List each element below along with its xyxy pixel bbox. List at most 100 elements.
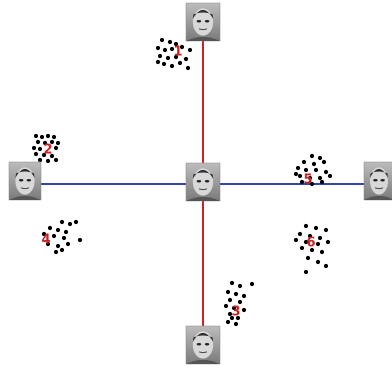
cluster-5-dot [328, 174, 332, 178]
cluster-1-dot [170, 64, 174, 68]
cluster-2-dot [36, 140, 40, 144]
face-bottom [186, 326, 220, 364]
cluster-5-dot [298, 174, 302, 178]
cluster-2-label: 2 [43, 143, 52, 158]
cluster-4-dot [60, 248, 64, 252]
face-right-eye [373, 179, 377, 181]
cluster-6-dot [304, 224, 308, 228]
cluster-3-dot [228, 298, 232, 302]
cluster-4-dot [56, 244, 60, 248]
cluster-1-label: 1 [173, 45, 182, 60]
cluster-2-dot [38, 147, 42, 151]
cluster-4-dot [68, 222, 72, 226]
cluster-5 [294, 154, 332, 186]
cluster-3-dot [238, 284, 242, 288]
cluster-6-dot [298, 232, 302, 236]
cluster-3-dot [234, 322, 238, 326]
cluster-2-dot [46, 159, 50, 163]
cluster-6-dot [314, 226, 318, 230]
cluster-1-dot [168, 40, 172, 44]
dots-layer [32, 38, 332, 326]
cluster-3-dot [242, 294, 246, 298]
cluster-3-dot [226, 320, 230, 324]
face-center-eye [205, 180, 209, 182]
face-right [364, 162, 392, 200]
cluster-6-dot [324, 228, 328, 232]
face-bottom-eye [197, 343, 201, 345]
cluster-4-dot [78, 238, 82, 242]
cluster-5-dot [294, 172, 298, 176]
cluster-2-dot [52, 135, 56, 139]
cluster-1-dot [178, 61, 182, 65]
cluster-5-dot [310, 154, 314, 158]
cluster-6-dot [306, 256, 310, 260]
cluster-1-dot [163, 48, 167, 52]
face-top-eye [205, 20, 209, 22]
cluster-5-dot [302, 160, 306, 164]
cluster-5-dot [324, 170, 328, 174]
cluster-2-dot [54, 146, 58, 150]
face-left-eye [27, 179, 31, 181]
cluster-6-dot [318, 236, 322, 240]
cluster-4-dot [74, 220, 78, 224]
cluster-6-dot [320, 250, 324, 254]
cluster-5-dot [296, 166, 300, 170]
cluster-6-dot [294, 238, 298, 242]
face-top [186, 3, 220, 41]
cluster-4-label: 4 [41, 233, 50, 248]
face-right-eye [380, 179, 384, 181]
cluster-5-dot [318, 176, 322, 180]
cluster-4-dot [60, 220, 64, 224]
cluster-1-dot [184, 57, 188, 61]
cluster-5-dot [304, 168, 308, 172]
cluster-1-dot [156, 60, 160, 64]
cluster-6-label: 6 [306, 236, 315, 251]
face-left [9, 162, 41, 200]
cluster-4-dot [54, 250, 58, 254]
face-left-eye [19, 179, 23, 181]
cluster-4-dot [64, 230, 68, 234]
cluster-3-dot [224, 304, 228, 308]
cluster-6-dot [300, 246, 304, 250]
cluster-6-dot [304, 270, 308, 274]
cluster-6-dot [326, 240, 330, 244]
cluster-1-dot [188, 48, 192, 52]
cluster-1-dot [186, 66, 190, 70]
cluster-1-dot [156, 46, 160, 50]
labels-layer: 1 2 3 4 5 6 [41, 45, 315, 320]
cluster-2-dot [56, 141, 60, 145]
cluster-3-dot [230, 281, 234, 285]
cluster-2-dot [34, 152, 38, 156]
cluster-1-dot [160, 38, 164, 42]
cluster-2-dot [40, 135, 44, 139]
cluster-6-dot [316, 260, 320, 264]
cluster-5-dot [312, 162, 316, 166]
cluster-2-dot [54, 158, 58, 162]
face-bottom-eye [205, 343, 209, 345]
cluster-3-dot [226, 290, 230, 294]
cluster-2-dot [34, 134, 38, 138]
cluster-2-dot [38, 158, 42, 162]
cluster-5-dot [322, 160, 326, 164]
cluster-1-dot [162, 62, 166, 66]
cluster-5-dot [318, 156, 322, 160]
face-center [186, 163, 220, 201]
cluster-6-dot [316, 242, 320, 246]
face-top-eye [197, 20, 201, 22]
cluster-3-dot [234, 292, 238, 296]
cluster-3-dot [250, 282, 254, 286]
cluster-5-label: 5 [303, 173, 312, 188]
cluster-4-dot [66, 242, 70, 246]
cluster-4-dot [62, 236, 66, 240]
cluster-3-dot [242, 308, 246, 312]
cluster-2-dot [32, 146, 36, 150]
cluster-3-label: 3 [231, 305, 240, 320]
cluster-5-dot [314, 168, 318, 172]
cluster-4-dot [52, 234, 56, 238]
cluster-3-dot [238, 300, 242, 304]
cluster-4-dot [48, 226, 52, 230]
cluster-1-dot [166, 56, 170, 60]
face-center-eye [197, 180, 201, 182]
